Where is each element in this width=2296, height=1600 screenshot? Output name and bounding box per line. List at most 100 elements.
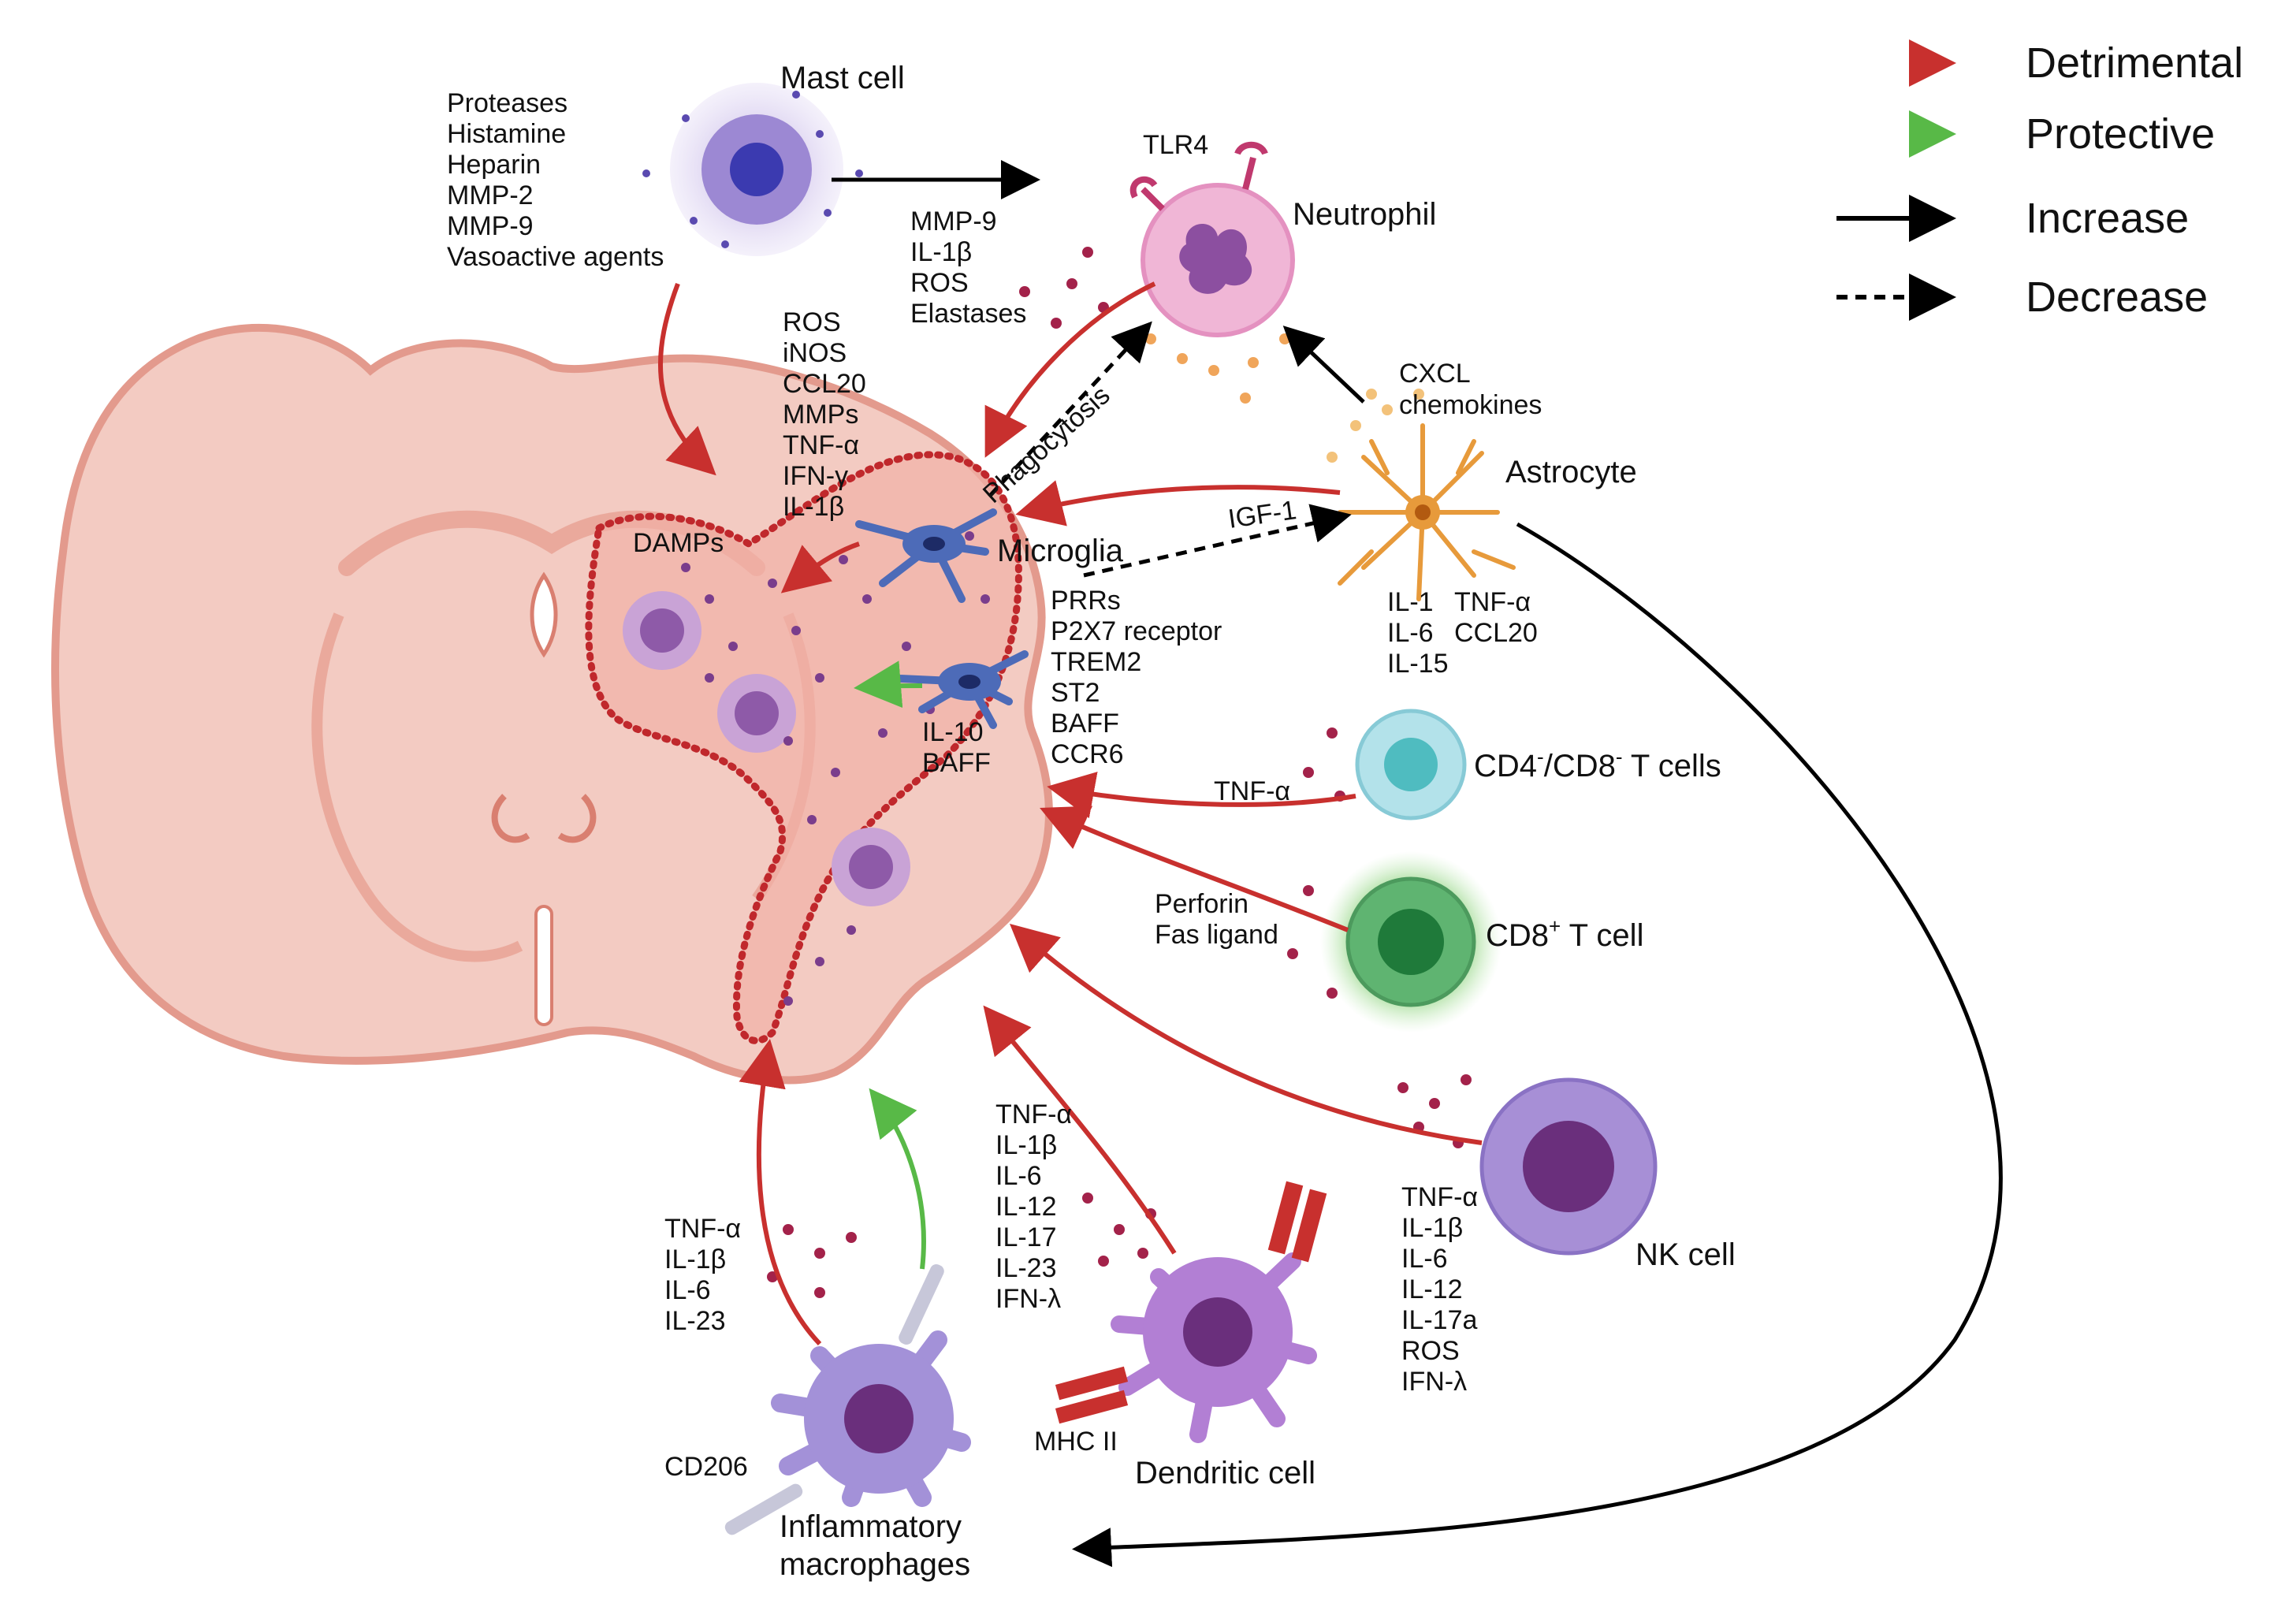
mediator-item: MMP-9: [910, 207, 997, 236]
astrocyte-label: Astrocyte: [1505, 455, 1637, 489]
arrow-astrocyte-to-macrophages: [1072, 522, 2003, 1568]
arrow-astrocyte-to-microglia: [1015, 480, 1341, 527]
mediator-item: IL-6: [1401, 1244, 1448, 1274]
arrows: [658, 160, 2003, 1568]
mediator-item: IL-10: [922, 717, 984, 747]
brain-section: [51, 323, 1053, 1085]
mediator-item: Vasoactive agents: [447, 242, 664, 272]
cell-labels: Mast cell TLR4 Neutrophil Astrocyte Micr…: [633, 61, 1736, 1582]
mediator-item: BAFF: [922, 748, 991, 778]
legend-detrimental-label: Detrimental: [2026, 39, 2243, 87]
cxcl-label: CXCL chemokines: [1399, 359, 1542, 420]
cd8-prefix: CD8: [1486, 918, 1549, 953]
tlr4-receptor: [1129, 141, 1268, 211]
cd8-t-cell: [1287, 851, 1502, 1033]
cxcl-line-2: chemokines: [1399, 390, 1542, 420]
arrow-cd4cd8-to-brain: [1047, 772, 1356, 819]
microglia-label: Microglia: [997, 534, 1124, 568]
mediator-item: IL-17: [995, 1222, 1057, 1252]
legend-increase-label: Increase: [2026, 195, 2189, 242]
cd206-label: CD206: [664, 1452, 748, 1482]
tlr4-label: TLR4: [1143, 130, 1208, 160]
legend-decrease-label: Decrease: [2026, 273, 2208, 321]
mediator-item: CCR6: [1051, 739, 1124, 769]
cd4-cd8-mid: /CD8: [1544, 749, 1616, 783]
cd4-cd8-label: CD4-/CD8- T cells: [1474, 745, 1721, 783]
mediator-item: IL-1: [1387, 587, 1434, 617]
mediator-item: TNF-α: [995, 1100, 1072, 1129]
macrophages-label: Inflammatory macrophages: [780, 1509, 970, 1582]
mediator-item: iNOS: [783, 338, 847, 368]
arrow-mast-to-brain: [658, 282, 716, 476]
mast-mediators-list: ProteasesHistamineHeparinMMP-2MMP-9Vasoa…: [447, 88, 664, 272]
arrow-phagocytosis: [988, 321, 1152, 498]
mediator-item: BAFF: [1051, 709, 1119, 739]
cd8-label: CD8+ T cell: [1486, 914, 1643, 953]
cd4-cd8-t-cell: [1303, 709, 1467, 820]
arrow-neutrophil-to-microglia: [984, 281, 1156, 458]
nk-label: NK cell: [1635, 1237, 1736, 1272]
mediator-item: IL-17a: [1401, 1305, 1477, 1335]
mediator-item: CCL20: [1454, 618, 1538, 648]
hippocampus-right: [557, 794, 597, 843]
mediator-item: ROS: [783, 307, 841, 337]
nk-cell: [1397, 1074, 1658, 1256]
mediator-item: CCL20: [783, 369, 866, 399]
cd4-sup: -: [1537, 745, 1544, 768]
cd206-receptor: [724, 1263, 944, 1535]
mediator-item: IL-1β: [995, 1130, 1057, 1160]
inflammatory-macrophage: [724, 1224, 971, 1535]
mediator-item: TNF-α: [1401, 1182, 1478, 1212]
mediator-item: ROS: [1401, 1336, 1460, 1366]
legend: Detrimental Protective Increase Decrease: [1797, 39, 2243, 321]
cd4-cd8-suffix: T cells: [1623, 749, 1721, 783]
mediator-item: TREM2: [1051, 647, 1141, 677]
phagocytosis-label: Phagocytosis: [977, 380, 1116, 509]
astro-left-list: IL-1IL-6IL-15: [1387, 587, 1449, 679]
microglia-cell-lower: [879, 650, 1029, 729]
cd8-suffix: T cell: [1561, 918, 1643, 953]
mediator-item: IFN-γ: [783, 461, 848, 491]
mediator-item: P2X7 receptor: [1051, 616, 1222, 646]
macrophages-line-1: Inflammatory: [780, 1509, 962, 1544]
cd4-cd8-prefix: CD4: [1474, 749, 1537, 783]
mediator-item: ST2: [1051, 678, 1100, 708]
mediator-item: IFN-λ: [995, 1284, 1061, 1314]
mediator-item: IFN-λ: [1401, 1367, 1467, 1397]
microglia-cell-upper: [855, 508, 997, 603]
mediator-item: IL-1β: [664, 1245, 726, 1274]
cxcl-line-1: CXCL: [1399, 359, 1470, 389]
midline: [534, 905, 553, 1026]
arrow-microglia-to-lesion: [780, 541, 860, 593]
mhc2-label: MHC II: [1034, 1427, 1118, 1457]
mediator-item: IL-6: [1387, 618, 1434, 648]
mediator-item: ROS: [910, 268, 969, 298]
neutrophil-label: Neutrophil: [1293, 197, 1436, 232]
mediator-item: IL-23: [995, 1253, 1057, 1283]
mediator-item: IL-1β: [783, 492, 844, 522]
arrow-igf1: [1083, 504, 1352, 578]
mast-cell: [642, 83, 863, 256]
tnf-cd4-label: TNF-α: [1214, 776, 1290, 806]
mediator-item: IL-15: [1387, 649, 1449, 679]
arrow-nk-to-brain: [1009, 924, 1483, 1145]
dendritic-cell: [1055, 1181, 1327, 1443]
lesion-particles: [681, 531, 990, 1006]
mediator-item: Heparin: [447, 150, 541, 180]
mediator-item: IL-6: [664, 1275, 711, 1305]
mediator-item: IL-1β: [1401, 1213, 1463, 1243]
mediator-item: Proteases: [447, 88, 567, 118]
mediator-item: PRRs: [1051, 586, 1121, 616]
neutrophil-cell: [1019, 141, 1295, 404]
mediator-item: Perforin: [1155, 889, 1248, 919]
mediator-item: MMP-9: [447, 211, 534, 241]
hippocampus-left: [491, 794, 530, 843]
